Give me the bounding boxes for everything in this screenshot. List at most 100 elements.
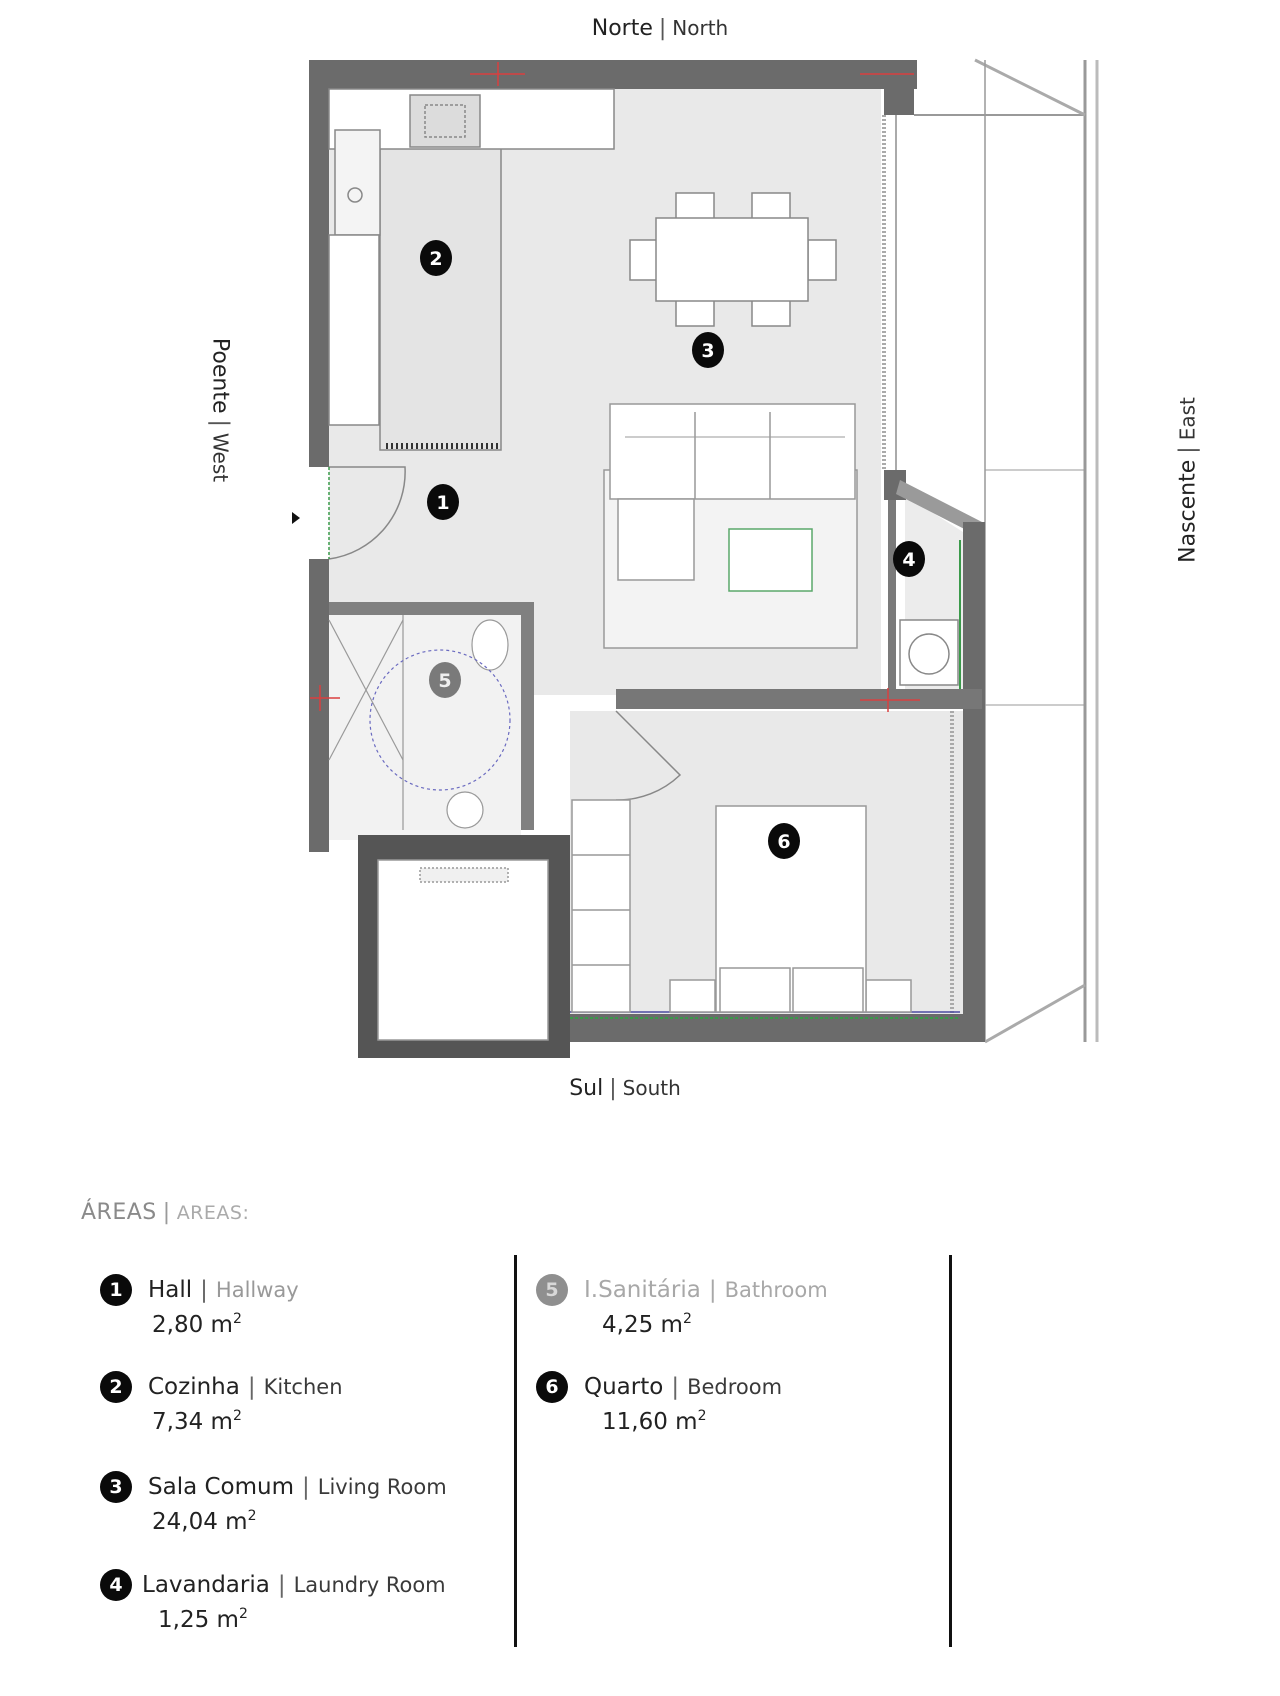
area-value: 24,04 m: [152, 1509, 248, 1535]
area-value: 7,34 m: [152, 1409, 233, 1435]
east-wall-lower: [963, 522, 985, 1042]
nightstand: [669, 979, 716, 1013]
unit-superscript: 2: [682, 1311, 692, 1327]
legend-item-hall: 1 Hall | Hallway 2,80 m2: [100, 1273, 299, 1338]
unit-superscript: 2: [232, 1408, 242, 1424]
chair: [629, 239, 659, 281]
legend-item-kitchen: 2 Cozinha|Kitchen 7,34 m2: [100, 1370, 343, 1435]
room-name-pt: Sala Comum: [148, 1474, 295, 1500]
nightstand: [865, 979, 912, 1013]
legend-item-bedroom: 6 Quarto | Bedroom 11,60 m2: [536, 1370, 782, 1435]
entry-door: [328, 466, 406, 560]
separator: |: [708, 1277, 717, 1303]
room-name-en: Kitchen: [263, 1375, 343, 1399]
south-pt: Sul: [569, 1076, 604, 1101]
bedroom-partition-wall: [616, 689, 982, 709]
room-marker-1: 1: [427, 484, 459, 520]
room-marker-5: 5: [429, 662, 461, 698]
legend-title-en: AREAS:: [176, 1202, 250, 1224]
compass-south-label: Sul|South: [0, 1076, 1250, 1101]
legend-item-living-room: 3 Sala Comum | Living Room 24,04 m2: [100, 1470, 447, 1535]
east-wall-corner: [884, 60, 914, 115]
svg-text:4: 4: [902, 549, 915, 571]
svg-text:1: 1: [436, 492, 449, 514]
shaft: [377, 859, 549, 1041]
room-name-en: Bathroom: [724, 1278, 828, 1302]
washbasin: [446, 791, 484, 829]
room-name-en: Living Room: [317, 1475, 447, 1499]
room-name-en: Bedroom: [687, 1375, 783, 1399]
turning-circle: [369, 649, 511, 791]
number-badge: 1: [100, 1274, 132, 1306]
room-area: 24,04 m2: [152, 1508, 447, 1535]
number-badge: 3: [100, 1471, 132, 1503]
separator: |: [162, 1200, 171, 1225]
svg-text:6: 6: [777, 831, 790, 853]
unit-superscript: 2: [247, 1508, 257, 1524]
legend-divider: [949, 1255, 952, 1647]
legend-item-bathroom: 5 I.Sanitária|Bathroom 4,25 m2: [536, 1273, 828, 1338]
south-en: South: [622, 1076, 681, 1100]
room-marker-3: 3: [692, 332, 724, 368]
area-value: 11,60 m: [602, 1409, 698, 1435]
pillow: [719, 967, 791, 1013]
unit-superscript: 2: [238, 1606, 248, 1622]
sofa-chaise: [617, 498, 695, 581]
room-area: 2,80 m2: [152, 1311, 299, 1338]
svg-text:5: 5: [438, 670, 451, 692]
chair: [675, 297, 715, 327]
wardrobe: [571, 799, 631, 1013]
room-name-pt: Cozinha: [148, 1374, 240, 1400]
room-area: 1,25 m2: [158, 1606, 446, 1633]
chair: [751, 192, 791, 222]
separator: |: [302, 1474, 310, 1500]
floor-plan: 1 2 3 4 5 6: [292, 58, 1099, 1058]
separator: |: [277, 1572, 286, 1598]
unit-superscript: 2: [697, 1408, 707, 1424]
living-furniture: [603, 403, 858, 649]
legend-title: ÁREAS|AREAS:: [81, 1200, 249, 1225]
separator: |: [247, 1374, 256, 1400]
north-wall: [309, 60, 917, 89]
room-marker-4: 4: [893, 541, 925, 577]
legend-divider: [514, 1255, 517, 1647]
room-name-pt: Lavandaria: [142, 1572, 270, 1598]
room-name-pt: Quarto: [584, 1374, 664, 1400]
room-name-pt: I.Sanitária: [584, 1277, 701, 1303]
fridge-column: [328, 234, 380, 426]
laundry-angled-wall: [896, 480, 982, 536]
sofa: [609, 403, 856, 500]
room-name-en: Hallway: [215, 1278, 299, 1302]
dining-table: [655, 217, 809, 302]
separator: |: [671, 1374, 680, 1400]
west-wall-upper: [309, 60, 329, 467]
toilet: [471, 619, 509, 671]
bathroom-east-wall: [521, 602, 534, 830]
separator: |: [658, 16, 667, 41]
unit-superscript: 2: [232, 1311, 242, 1327]
reference-marks: [310, 62, 920, 712]
separator: |: [200, 1277, 208, 1303]
area-value: 4,25 m: [602, 1312, 683, 1338]
legend-item-laundry: 4 Lavandaria|Laundry Room 1,25 m2: [100, 1568, 446, 1633]
bathroom-north-wall: [329, 602, 532, 615]
room-markers: 1 2 3 4 5 6: [420, 240, 925, 859]
legend-title-pt: ÁREAS: [81, 1200, 157, 1225]
west-wall-lower: [309, 559, 329, 852]
laundry-west-wall: [888, 500, 896, 689]
room-marker-6: 6: [768, 823, 800, 859]
entrance-arrow-icon: [292, 512, 300, 524]
compass-north-label: Norte|North: [0, 16, 1280, 41]
washing-machine-icon: [908, 633, 950, 675]
number-badge: 6: [536, 1371, 568, 1403]
area-value: 1,25 m: [158, 1607, 239, 1633]
sink-unit: [334, 129, 381, 236]
room-name-pt: Hall: [148, 1277, 193, 1303]
room-area: 11,60 m2: [602, 1408, 782, 1435]
room-name-en: Laundry Room: [293, 1573, 446, 1597]
separator: |: [609, 1076, 617, 1101]
room-marker-2: 2: [420, 240, 452, 276]
number-badge: 2: [100, 1371, 132, 1403]
bathroom: [328, 615, 511, 830]
svg-text:3: 3: [701, 340, 714, 362]
